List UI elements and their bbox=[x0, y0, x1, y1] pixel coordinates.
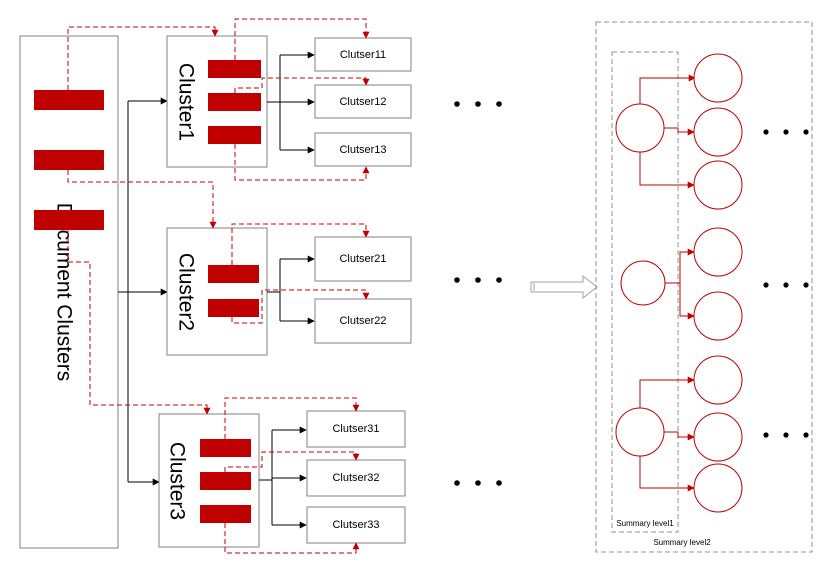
cluster11-box bbox=[314, 37, 412, 72]
cluster3-bar-3 bbox=[200, 505, 251, 523]
document-clusters-label: Document Clusters bbox=[53, 203, 76, 382]
cluster33-label: Clutser33 bbox=[332, 519, 379, 531]
ellipsis-group-3 bbox=[454, 480, 502, 486]
cluster1-bar-2 bbox=[208, 93, 261, 111]
ellipsis-group-1 bbox=[454, 101, 502, 107]
summary-leaf-node-5 bbox=[693, 291, 743, 341]
cluster12-box bbox=[314, 84, 412, 119]
cluster3-label: Cluster3 bbox=[166, 442, 189, 520]
cluster2-bar-2 bbox=[208, 299, 259, 317]
cluster22-label: Clutser22 bbox=[339, 315, 386, 327]
summary-level1-node-1 bbox=[615, 103, 665, 153]
cluster11-label: Clutser11 bbox=[340, 49, 386, 61]
summary-leaf-node-6 bbox=[693, 355, 743, 405]
document-bar-1 bbox=[34, 90, 104, 110]
hollow-right-arrow-icon bbox=[530, 274, 598, 300]
document-clusters-box bbox=[19, 35, 119, 549]
summary-group-1-connectors bbox=[639, 74, 696, 189]
summary-leaf-node-2 bbox=[693, 107, 743, 157]
summary-group-2-connectors bbox=[662, 248, 695, 320]
summary-leaf-node-8 bbox=[693, 463, 743, 513]
summary-level1-box bbox=[611, 51, 679, 533]
document-bar-3 bbox=[34, 210, 104, 230]
summary-group-3-connectors bbox=[639, 376, 695, 492]
cluster3-bar-1 bbox=[200, 439, 251, 457]
cluster31-box bbox=[306, 410, 406, 448]
cluster2-box bbox=[166, 227, 268, 356]
summary-leaf-node-4 bbox=[693, 227, 743, 277]
cluster2-bar-1 bbox=[208, 265, 259, 283]
cluster31-label: Clutser31 bbox=[332, 423, 379, 435]
cluster3-bar-2 bbox=[200, 472, 251, 490]
cluster1-bar-3 bbox=[208, 126, 261, 144]
summary-leaf-node-1 bbox=[693, 53, 743, 103]
cluster21-box bbox=[314, 236, 412, 282]
cluster32-box bbox=[306, 459, 406, 497]
cluster1-bar-1 bbox=[208, 60, 261, 78]
document-to-cluster-arrows bbox=[118, 97, 168, 486]
ellipsis-group-2 bbox=[454, 277, 502, 283]
summary-ellipsis-1 bbox=[763, 129, 809, 135]
summary-level1-node-3 bbox=[615, 407, 665, 457]
summary-level2-label: Summary level2 bbox=[653, 538, 711, 547]
cluster1-child-arrows bbox=[267, 51, 315, 154]
cluster3-child-arrows bbox=[259, 426, 307, 529]
cluster13-box bbox=[314, 132, 412, 167]
summary-level1-node-2 bbox=[620, 260, 666, 306]
document-bar-2 bbox=[34, 150, 104, 170]
cluster2-child-arrows bbox=[267, 255, 315, 325]
summary-level1-label: Summary level1 bbox=[616, 519, 674, 528]
summary-leaf-node-7 bbox=[693, 412, 743, 462]
red-dashed-flow-paths bbox=[67, 18, 370, 554]
cluster2-label: Cluster2 bbox=[175, 253, 198, 331]
cluster12-label: Clutser12 bbox=[339, 96, 386, 108]
cluster1-label: Cluster1 bbox=[175, 63, 198, 141]
cluster13-label: Clutser13 bbox=[339, 144, 386, 156]
summary-leaf-node-3 bbox=[693, 160, 743, 210]
summary-level2-box bbox=[595, 21, 813, 553]
summary-ellipsis-2 bbox=[763, 282, 809, 288]
cluster22-box bbox=[314, 298, 412, 344]
summary-ellipsis-3 bbox=[763, 432, 809, 438]
cluster32-label: Clutser32 bbox=[332, 472, 379, 484]
cluster21-label: Clutser21 bbox=[339, 253, 386, 265]
